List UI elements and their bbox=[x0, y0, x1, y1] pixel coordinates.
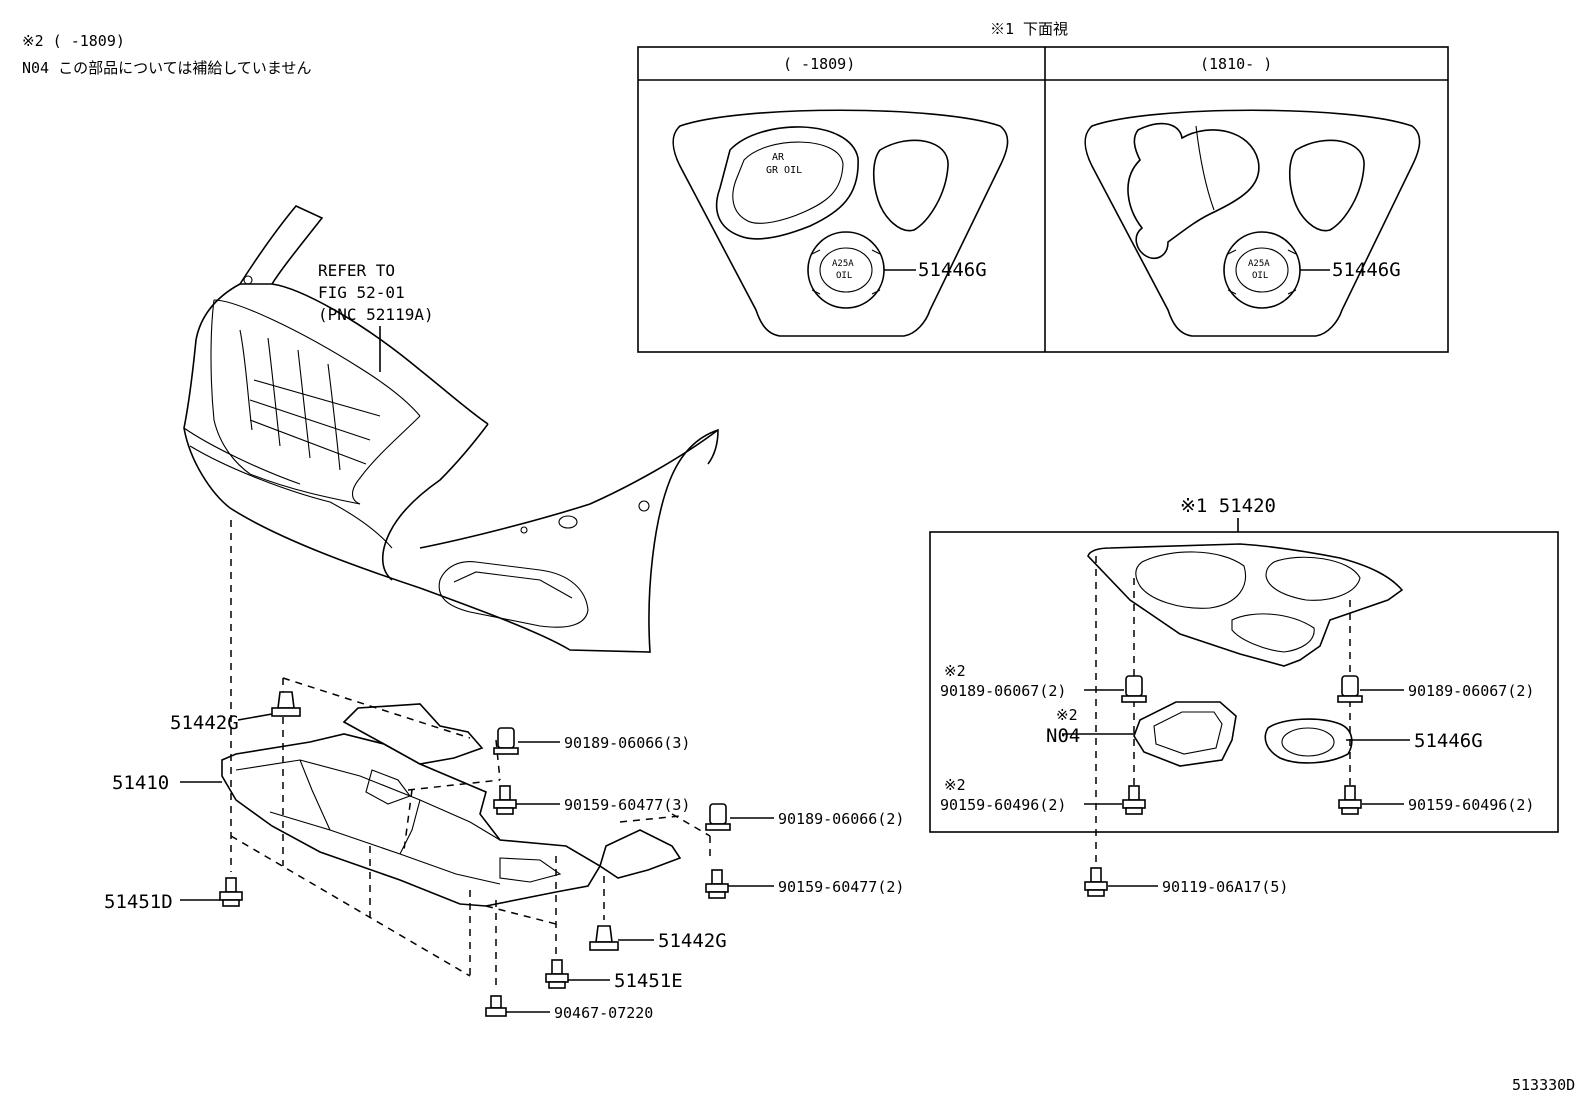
figure-code: 513330D bbox=[1512, 1076, 1575, 1094]
clip-51442g-upper-icon bbox=[271, 691, 301, 717]
refer-to-line-1: REFER TO bbox=[318, 261, 395, 280]
label-51451e: 51451E bbox=[614, 970, 683, 992]
bolt-51451e-icon bbox=[545, 959, 569, 989]
label-51446g-right: 51446G bbox=[1332, 259, 1401, 281]
label-51446g-inset: 51446G bbox=[1414, 730, 1483, 752]
bolt-90159-60496-left-icon bbox=[1122, 785, 1146, 815]
label-51446g-left: 51446G bbox=[918, 259, 987, 281]
label-51442g-upper: 51442G bbox=[170, 712, 239, 734]
inset-leaders bbox=[1062, 689, 1410, 887]
nut-90189-06066-2-icon bbox=[705, 803, 731, 831]
undercover-bottom-view-early bbox=[672, 109, 1009, 337]
label-90467-07220: 90467-07220 bbox=[554, 1004, 653, 1022]
inset-title: ※1 51420 bbox=[1180, 495, 1276, 517]
label-51451d: 51451D bbox=[104, 891, 173, 913]
undercover-bottom-view-late bbox=[1084, 109, 1421, 337]
top-view-title: ※1 下面視 bbox=[990, 20, 1068, 38]
inset-box bbox=[929, 531, 1559, 833]
top-view-table bbox=[637, 46, 1449, 353]
label-90189-06066-3: 90189-06066(3) bbox=[564, 734, 690, 752]
label-90159-60477-3: 90159-60477(3) bbox=[564, 796, 690, 814]
clip-51442g-lower-icon bbox=[589, 925, 619, 951]
label-n04: N04 bbox=[1046, 725, 1080, 747]
plug-text-right-1: A25A bbox=[1248, 259, 1270, 269]
nut-90189-06067-left-icon bbox=[1121, 675, 1147, 703]
inset-dashed-lines bbox=[1095, 556, 1351, 868]
screw-90467-07220-icon bbox=[485, 995, 507, 1017]
label-51442g-lower: 51442G bbox=[658, 930, 727, 952]
plug-text-left-1: A25A bbox=[832, 259, 854, 269]
note-2: ※2 ( -1809) bbox=[22, 32, 125, 50]
refer-to-line-3: (PNC 52119A) bbox=[318, 305, 434, 324]
bolt-90159-60496-right-icon bbox=[1338, 785, 1362, 815]
undercover-51420 bbox=[1087, 543, 1404, 667]
col-right-header: (1810- ) bbox=[1200, 55, 1272, 73]
inset-mark-2c: ※2 bbox=[944, 776, 966, 794]
label-51410: 51410 bbox=[112, 772, 169, 794]
nut-90189-06067-right-icon bbox=[1337, 675, 1363, 703]
bolt-51451d-icon bbox=[219, 877, 243, 907]
bolt-90159-60477-3-icon bbox=[493, 785, 517, 815]
label-90189-06066-2: 90189-06066(2) bbox=[778, 810, 904, 828]
lower-leaders bbox=[180, 713, 774, 1013]
inset-mark-2b: ※2 bbox=[1056, 706, 1078, 724]
label-90159-60496-left: 90159-60496(2) bbox=[940, 796, 1066, 814]
left-cover-text-1: AR bbox=[772, 152, 785, 163]
bolt-90159-60477-2-icon bbox=[705, 869, 729, 899]
label-90189-06067-right: 90189-06067(2) bbox=[1408, 682, 1534, 700]
dashed-reference-lines bbox=[230, 520, 711, 988]
label-90189-06067-left: 90189-06067(2) bbox=[940, 682, 1066, 700]
note-n04: N04 この部品については補給していません bbox=[22, 59, 311, 77]
cover-n04 bbox=[1133, 701, 1237, 767]
inset-mark-2a: ※2 bbox=[944, 662, 966, 680]
cover-51446g-inset bbox=[1264, 718, 1353, 764]
label-90159-60496-right: 90159-60496(2) bbox=[1408, 796, 1534, 814]
nut-90189-06066-3-icon bbox=[493, 727, 519, 755]
left-cover-text-2: GR OIL bbox=[766, 165, 802, 176]
bolt-90119-06a17-icon bbox=[1084, 867, 1108, 897]
label-90159-60477-2: 90159-60477(2) bbox=[778, 878, 904, 896]
plug-text-left-2: OIL bbox=[836, 271, 852, 281]
engine-undercover-51410 bbox=[221, 703, 682, 907]
plug-text-right-2: OIL bbox=[1252, 271, 1268, 281]
label-90119-06a17: 90119-06A17(5) bbox=[1162, 878, 1288, 896]
refer-to-line-2: FIG 52-01 bbox=[318, 283, 405, 302]
front-bumper-cover bbox=[183, 205, 719, 653]
col-left-header: ( -1809) bbox=[783, 55, 855, 73]
